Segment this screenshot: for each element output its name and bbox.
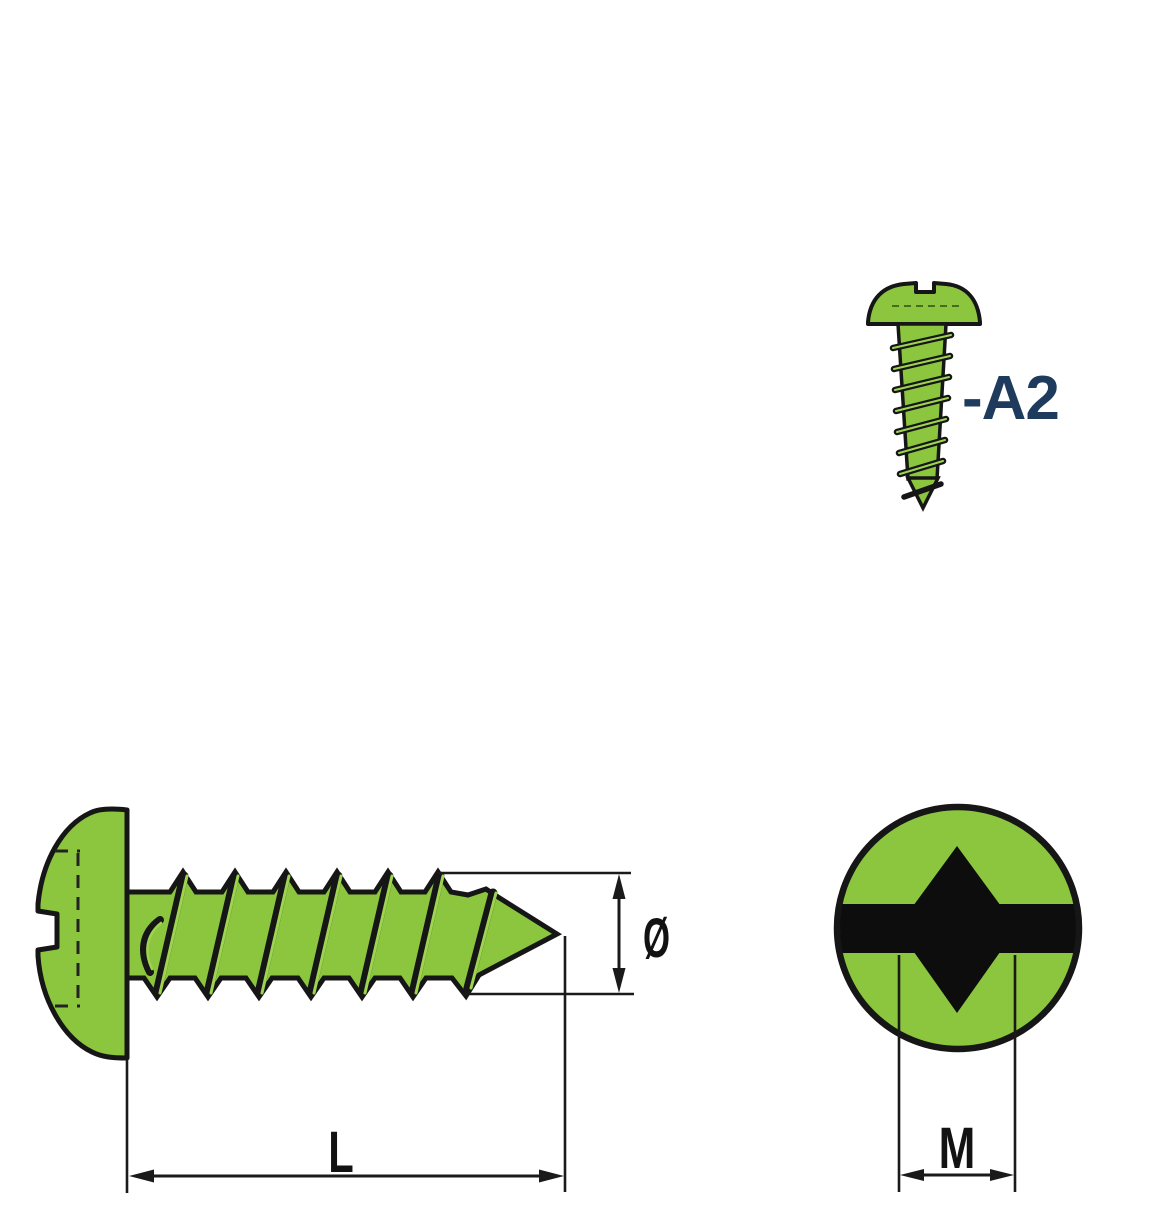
dimension-diameter: Ø: [437, 871, 670, 996]
length-label: L: [328, 1119, 354, 1184]
length-arrowhead-right: [539, 1169, 564, 1183]
diameter-arrowhead-up: [612, 874, 626, 899]
front-view-square-recess: [897, 846, 1017, 1013]
side-view-screw-shank: [124, 867, 563, 1002]
side-view-thread-highlights: [158, 874, 498, 995]
diameter-label: Ø: [643, 907, 670, 970]
side-view-thread-lines: [152, 871, 498, 998]
drive-size-label: M: [939, 1115, 976, 1180]
side-view-hidden-recess-dash: [55, 849, 80, 1008]
length-arrowhead-left: [129, 1169, 154, 1183]
dimension-drive-size: M: [897, 955, 1017, 1192]
drive-size-arrowhead-left: [900, 1169, 924, 1181]
thumbnail-thread-highlights: [892, 334, 952, 475]
drive-size-arrowhead-right: [990, 1169, 1014, 1181]
side-view-thread-start-highlight: [146, 921, 163, 971]
front-view-drive-recess: [840, 846, 1076, 1013]
material-grade-label: -A2: [962, 364, 1059, 433]
side-view-screw-head: [35, 806, 130, 1061]
screw-front-view: [833, 803, 1083, 1053]
screw-side-view: [35, 806, 563, 1061]
dimension-length: L: [125, 936, 567, 1193]
thumbnail-screw-head: [866, 281, 982, 326]
screw-thumbnail-icon: [866, 281, 982, 512]
side-view-thread-start: [140, 916, 164, 976]
thumbnail-tip-thread: [901, 481, 944, 500]
diameter-arrowhead-down: [612, 968, 626, 993]
